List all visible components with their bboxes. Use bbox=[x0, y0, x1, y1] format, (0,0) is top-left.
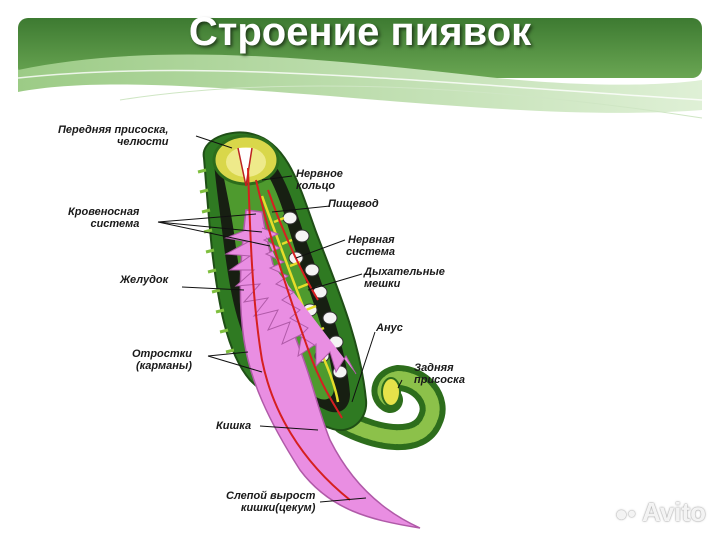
label-nerve-ring: Нервное кольцо bbox=[296, 168, 343, 192]
label-blood-system-line1: Кровеносная bbox=[68, 206, 140, 218]
label-intestine: Кишка bbox=[216, 420, 252, 432]
label-processes-line2: (карманы) bbox=[135, 360, 192, 372]
slide-title: Строение пиявок bbox=[188, 10, 532, 54]
respiratory-sacs bbox=[282, 211, 348, 379]
header-banner bbox=[17, 18, 703, 119]
blood-system bbox=[247, 167, 351, 501]
label-esophagus: Пищевод bbox=[328, 198, 379, 210]
label-rear-sucker-line2: присоска bbox=[414, 374, 465, 386]
label-nerve-ring-line2: кольцо bbox=[296, 180, 336, 192]
label-processes-line1: Отростки bbox=[132, 348, 192, 360]
leader-lines bbox=[157, 135, 403, 503]
label-respiratory-sacs: Дыхательные мешки bbox=[364, 266, 445, 290]
label-front-sucker: Передняя присоска, челюсти bbox=[58, 124, 168, 148]
label-respiratory-sacs-line2: мешки bbox=[364, 278, 401, 290]
label-cecum: Слепой вырост кишки(цекум) bbox=[226, 490, 315, 514]
label-nerve-system-line1: Нервная bbox=[348, 234, 395, 246]
label-front-sucker-line1: Передняя присоска, bbox=[58, 124, 169, 136]
label-anus: Анус bbox=[376, 322, 403, 334]
label-blood-system: Кровеносная система bbox=[68, 206, 139, 230]
label-respiratory-sacs-line1: Дыхательные bbox=[364, 266, 445, 278]
avito-watermark-text: Avito bbox=[641, 497, 706, 527]
avito-logo-icon: ●• bbox=[614, 501, 636, 526]
rear-sucker bbox=[332, 364, 446, 451]
label-cecum-line2: кишки(цекум) bbox=[240, 502, 316, 514]
avito-watermark: ●• Avito bbox=[615, 497, 706, 528]
label-processes: Отростки (карманы) bbox=[132, 348, 192, 372]
label-nerve-system-line2: система bbox=[346, 246, 395, 258]
label-rear-sucker: Задняя присоска bbox=[414, 362, 465, 386]
label-cecum-line1: Слепой вырост bbox=[226, 490, 316, 502]
label-blood-system-line2: система bbox=[90, 218, 140, 230]
label-rear-sucker-line1: Задняя bbox=[414, 362, 454, 374]
label-stomach: Желудок bbox=[120, 274, 169, 286]
label-nerve-system: Нервная система bbox=[346, 234, 395, 258]
label-nerve-ring-line1: Нервное bbox=[296, 168, 343, 180]
label-front-sucker-line2: челюсти bbox=[116, 136, 169, 148]
